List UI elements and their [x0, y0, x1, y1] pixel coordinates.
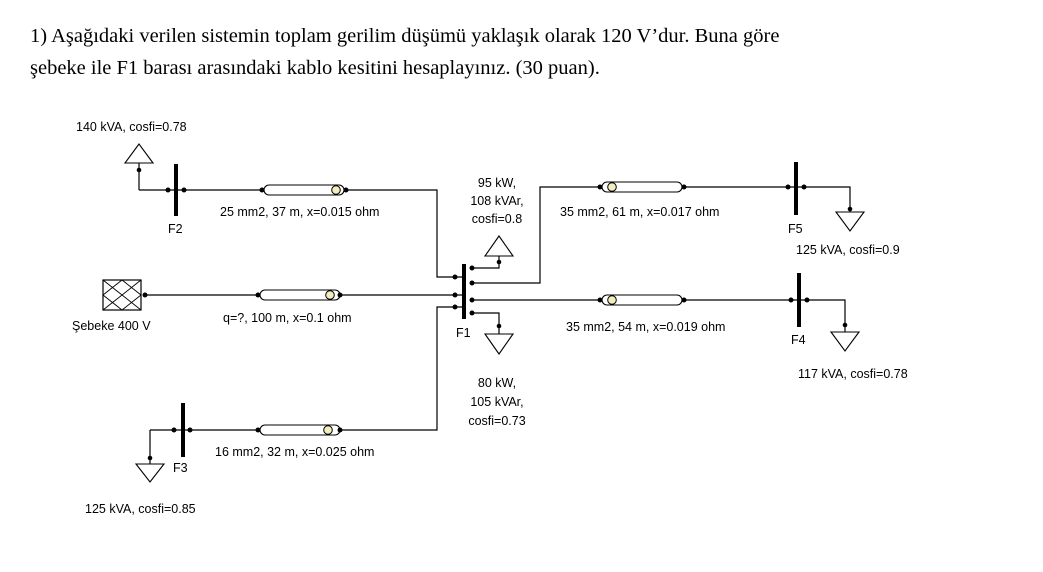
f4-load-label: 117 kVA, cosfi=0.78	[798, 367, 908, 381]
f2-bus-label: F2	[168, 222, 183, 236]
f3-bus-label: F3	[173, 461, 188, 475]
f4-branch	[472, 273, 861, 352]
f3-branch	[134, 306, 462, 483]
cable-grid-f1-label: q=?, 100 m, x=0.1 ohm	[223, 311, 352, 325]
f3-load-symbol	[134, 463, 166, 483]
question-text: 1) Aşağıdaki verilen sistemin toplam ger…	[30, 20, 1020, 84]
f2-load-label: 140 kVA, cosfi=0.78	[76, 120, 187, 134]
f1-bus-label: F1	[456, 326, 471, 340]
f1-lower-load-label-3: cosfi=0.73	[468, 414, 525, 428]
f4-bus-label: F4	[791, 333, 806, 347]
f1-upper-load-label-3: cosfi=0.8	[472, 212, 522, 226]
question-line-2: şebeke ile F1 barası arasındaki kablo ke…	[30, 57, 600, 79]
f5-load-symbol	[834, 211, 866, 232]
source-label: Şebeke 400 V	[72, 319, 151, 333]
cable-f1-f5-label: 35 mm2, 61 m, x=0.017 ohm	[560, 205, 719, 219]
f1-lower-load-symbol	[483, 333, 515, 355]
f1-lower-load-label-2: 105 kVAr,	[470, 395, 523, 409]
f4-load-symbol	[829, 331, 861, 352]
f1-lower-load-label-1: 80 kW,	[478, 376, 516, 390]
f1-bus-group	[452, 235, 515, 355]
cable-f3-f1-label: 16 mm2, 32 m, x=0.025 ohm	[215, 445, 374, 459]
f3-load-label: 125 kVA, cosfi=0.85	[85, 502, 196, 516]
f1-upper-load-label-1: 95 kW,	[478, 176, 516, 190]
f2-load-symbol	[123, 143, 155, 164]
cable-f1-f4-label: 35 mm2, 54 m, x=0.019 ohm	[566, 320, 725, 334]
f2-branch	[123, 143, 462, 278]
cable-f2-f1-label: 25 mm2, 37 m, x=0.015 ohm	[220, 205, 379, 219]
source-branch	[102, 279, 462, 311]
f5-branch	[472, 162, 866, 284]
f5-bus-label: F5	[788, 222, 803, 236]
f1-upper-load-symbol	[483, 235, 515, 257]
f1-upper-load-label-2: 108 kVAr,	[470, 194, 523, 208]
question-line-1: 1) Aşağıdaki verilen sistemin toplam ger…	[30, 25, 780, 47]
f5-load-label: 125 kVA, cosfi=0.9	[796, 243, 900, 257]
